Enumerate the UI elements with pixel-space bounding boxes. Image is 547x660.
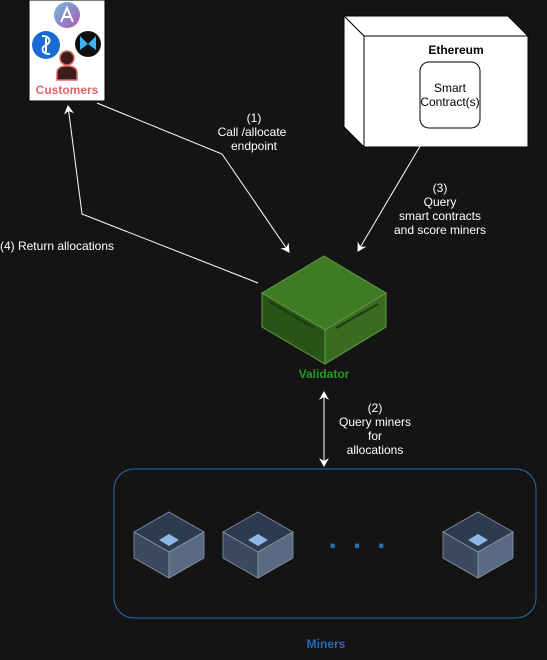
- validator-label: Validator: [299, 367, 350, 381]
- edge-return-allocations: (4) Return allocations: [0, 105, 259, 284]
- edge-contracts-line2: Query: [424, 195, 457, 209]
- edge-miners-line3: for: [368, 429, 382, 443]
- edge-miners-line2: Query miners: [339, 415, 411, 429]
- edge-call-allocate: (1) Call /allocate endpoint: [96, 102, 290, 253]
- smart-contract-line1: Smart: [434, 81, 467, 95]
- smart-contract-line2: Contract(s): [420, 95, 479, 109]
- edge-call-line2: Call /allocate: [218, 125, 287, 139]
- miners-group: ... Miners: [113, 468, 537, 651]
- edge-query-miners: (2) Query miners for allocations: [319, 391, 411, 467]
- aave-icon: [54, 2, 80, 28]
- customers-label: Customers: [36, 83, 99, 97]
- edge-call-line1: (1): [247, 111, 262, 125]
- customers-node: Customers: [28, 0, 106, 102]
- miner-cube-icon: [442, 511, 514, 579]
- miners-ellipsis: ...: [328, 522, 401, 555]
- validator-node: Validator: [261, 255, 387, 381]
- edge-miners-line1: (2): [368, 401, 383, 415]
- edge-return-line1: (4) Return allocations: [0, 239, 114, 253]
- smart-contract-box: [419, 61, 481, 129]
- edge-contracts-line1: (3): [433, 181, 448, 195]
- edge-contracts-line3: smart contracts: [399, 209, 481, 223]
- miner-cube-icon: [222, 511, 294, 579]
- edge-contracts-line4: and score miners: [394, 223, 486, 237]
- edge-call-line3: endpoint: [231, 139, 278, 153]
- edge-miners-line4: allocations: [347, 443, 404, 457]
- miners-label: Miners: [307, 637, 346, 651]
- edge-query-contracts: (3) Query smart contracts and score mine…: [357, 130, 486, 252]
- yearn-icon: [32, 31, 60, 59]
- butterfly-icon: [75, 31, 101, 57]
- ethereum-node: Ethereum Smart Contract(s): [342, 14, 530, 149]
- validator-cube-icon: [261, 255, 387, 365]
- ethereum-title: Ethereum: [428, 43, 483, 57]
- person-icon: [56, 50, 78, 81]
- miner-cube-icon: [133, 511, 205, 579]
